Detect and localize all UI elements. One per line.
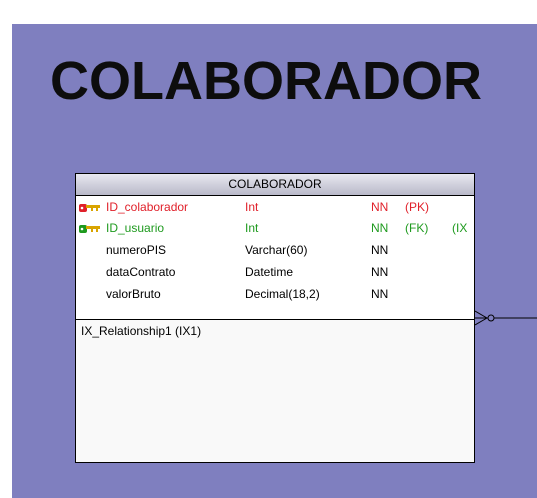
attributes-section: ID_colaborador Int NN (PK) ID_usuario In… — [76, 196, 474, 320]
index-row[interactable]: IX_Relationship1 (IX1) — [81, 324, 202, 338]
primary-key-icon — [79, 204, 100, 212]
attribute-type: Int — [245, 200, 259, 214]
attribute-name: ID_colaborador — [106, 200, 189, 214]
relationship-connector[interactable] — [475, 308, 537, 328]
optional-circle — [487, 314, 495, 322]
attribute-row-id-colaborador[interactable]: ID_colaborador Int NN (PK) — [76, 197, 474, 217]
attribute-type: Varchar(60) — [245, 243, 308, 257]
attribute-type: Decimal(18,2) — [245, 287, 320, 301]
attribute-name: numeroPIS — [106, 243, 167, 257]
crow-foot-lower — [475, 317, 488, 326]
attribute-type: Datetime — [245, 265, 294, 279]
attribute-row-numero-pis[interactable]: numeroPIS Varchar(60) NN — [76, 240, 474, 260]
attribute-row-id-usuario[interactable]: ID_usuario Int NN (FK) (IX — [76, 218, 474, 238]
attribute-null: NN — [371, 265, 389, 279]
crow-foot-upper — [475, 310, 488, 319]
entity-colaborador[interactable]: COLABORADOR ID_colaborador Int NN (PK) — [75, 173, 475, 463]
foreign-key-icon — [79, 225, 100, 233]
attribute-keys: (PK) — [405, 200, 429, 214]
attribute-type: Int — [245, 221, 259, 235]
attribute-null: NN — [371, 243, 389, 257]
attribute-name: ID_usuario — [106, 221, 165, 235]
diagram-title: COLABORADOR — [50, 51, 482, 111]
entity-header[interactable]: COLABORADOR — [76, 174, 474, 196]
attribute-row-data-contrato[interactable]: dataContrato Datetime NN — [76, 262, 474, 282]
attribute-name: valorBruto — [106, 287, 161, 301]
indexes-section: IX_Relationship1 (IX1) — [76, 320, 474, 460]
attribute-keys: (FK) — [405, 221, 429, 235]
attribute-name: dataContrato — [106, 265, 176, 279]
attribute-null: NN — [371, 200, 389, 214]
attribute-null: NN — [371, 287, 389, 301]
attribute-null: NN — [371, 221, 389, 235]
attribute-row-valor-bruto[interactable]: valorBruto Decimal(18,2) NN — [76, 284, 474, 304]
attribute-index: (IX — [452, 221, 468, 235]
